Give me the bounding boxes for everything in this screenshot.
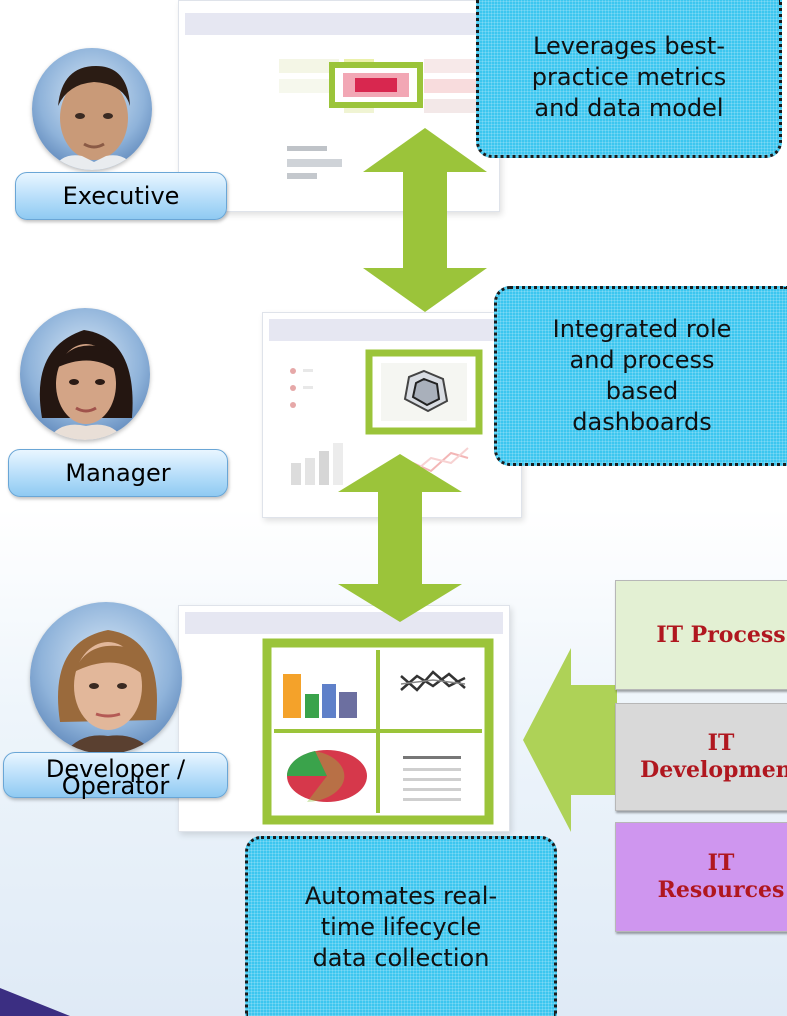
callout-line: time lifecycle: [320, 913, 482, 941]
role-label-line: Developer /: [45, 755, 186, 783]
manager-avatar: [20, 308, 150, 440]
callout-line: Integrated role: [552, 315, 732, 343]
panel-title-bar: [185, 612, 503, 634]
role-label-executive: Executive: [15, 172, 227, 220]
callout-line: Automates real-: [304, 882, 498, 910]
callout-lifecycle-data: Automates real- time lifecycle data coll…: [245, 836, 557, 1016]
developer-dashboard-panel: [178, 605, 510, 832]
manager-radar-graphic: [290, 349, 483, 485]
double-arrow-manager-developer-icon: [338, 454, 462, 622]
executive-heatmap-graphic: [279, 59, 479, 179]
callout-text: Automates real- time lifecycle data coll…: [305, 881, 497, 974]
it-box-line: IT: [707, 730, 735, 756]
it-resources-box: IT Resources: [615, 822, 787, 932]
it-box-line: IT: [707, 850, 735, 876]
developer-dashboard-graphic: [262, 638, 494, 825]
executive-dashboard-panel: [178, 0, 500, 212]
input-arrow-left-icon: [523, 648, 617, 832]
callout-line: dashboards: [572, 408, 712, 436]
panel-title-bar: [185, 13, 493, 35]
panel-title-bar: [269, 319, 515, 341]
it-process-box: IT Process: [615, 580, 787, 690]
callout-text: Leverages best- practice metrics and dat…: [532, 31, 726, 124]
developer-avatar: [30, 602, 182, 754]
it-box-line: IT Process: [656, 621, 786, 648]
callout-line: and data model: [534, 94, 724, 122]
role-label-text: Manager: [65, 459, 171, 487]
callout-line: practice metrics: [531, 63, 727, 91]
callout-text: Integrated role and process based dashbo…: [553, 314, 732, 438]
executive-avatar: [32, 48, 152, 170]
callout-best-practice-metrics: Leverages best- practice metrics and dat…: [476, 0, 782, 158]
it-development-box: IT Development: [615, 703, 787, 811]
double-arrow-executive-manager-icon: [363, 128, 487, 312]
it-box-line: Development: [640, 757, 787, 783]
callout-role-dashboards: Integrated role and process based dashbo…: [494, 286, 787, 466]
role-label-text: Executive: [62, 182, 180, 210]
role-label-developer-operator: Developer / Operator: [3, 752, 228, 798]
callout-line: Leverages best-: [533, 32, 725, 60]
callout-line: based: [605, 377, 679, 405]
role-label-manager: Manager: [8, 449, 228, 497]
callout-line: data collection: [312, 944, 490, 972]
bottom-left-decoration: [0, 988, 70, 1016]
it-box-line: Resources: [657, 877, 785, 903]
role-label-line: Operator: [61, 772, 170, 800]
callout-line: and process: [569, 346, 715, 374]
